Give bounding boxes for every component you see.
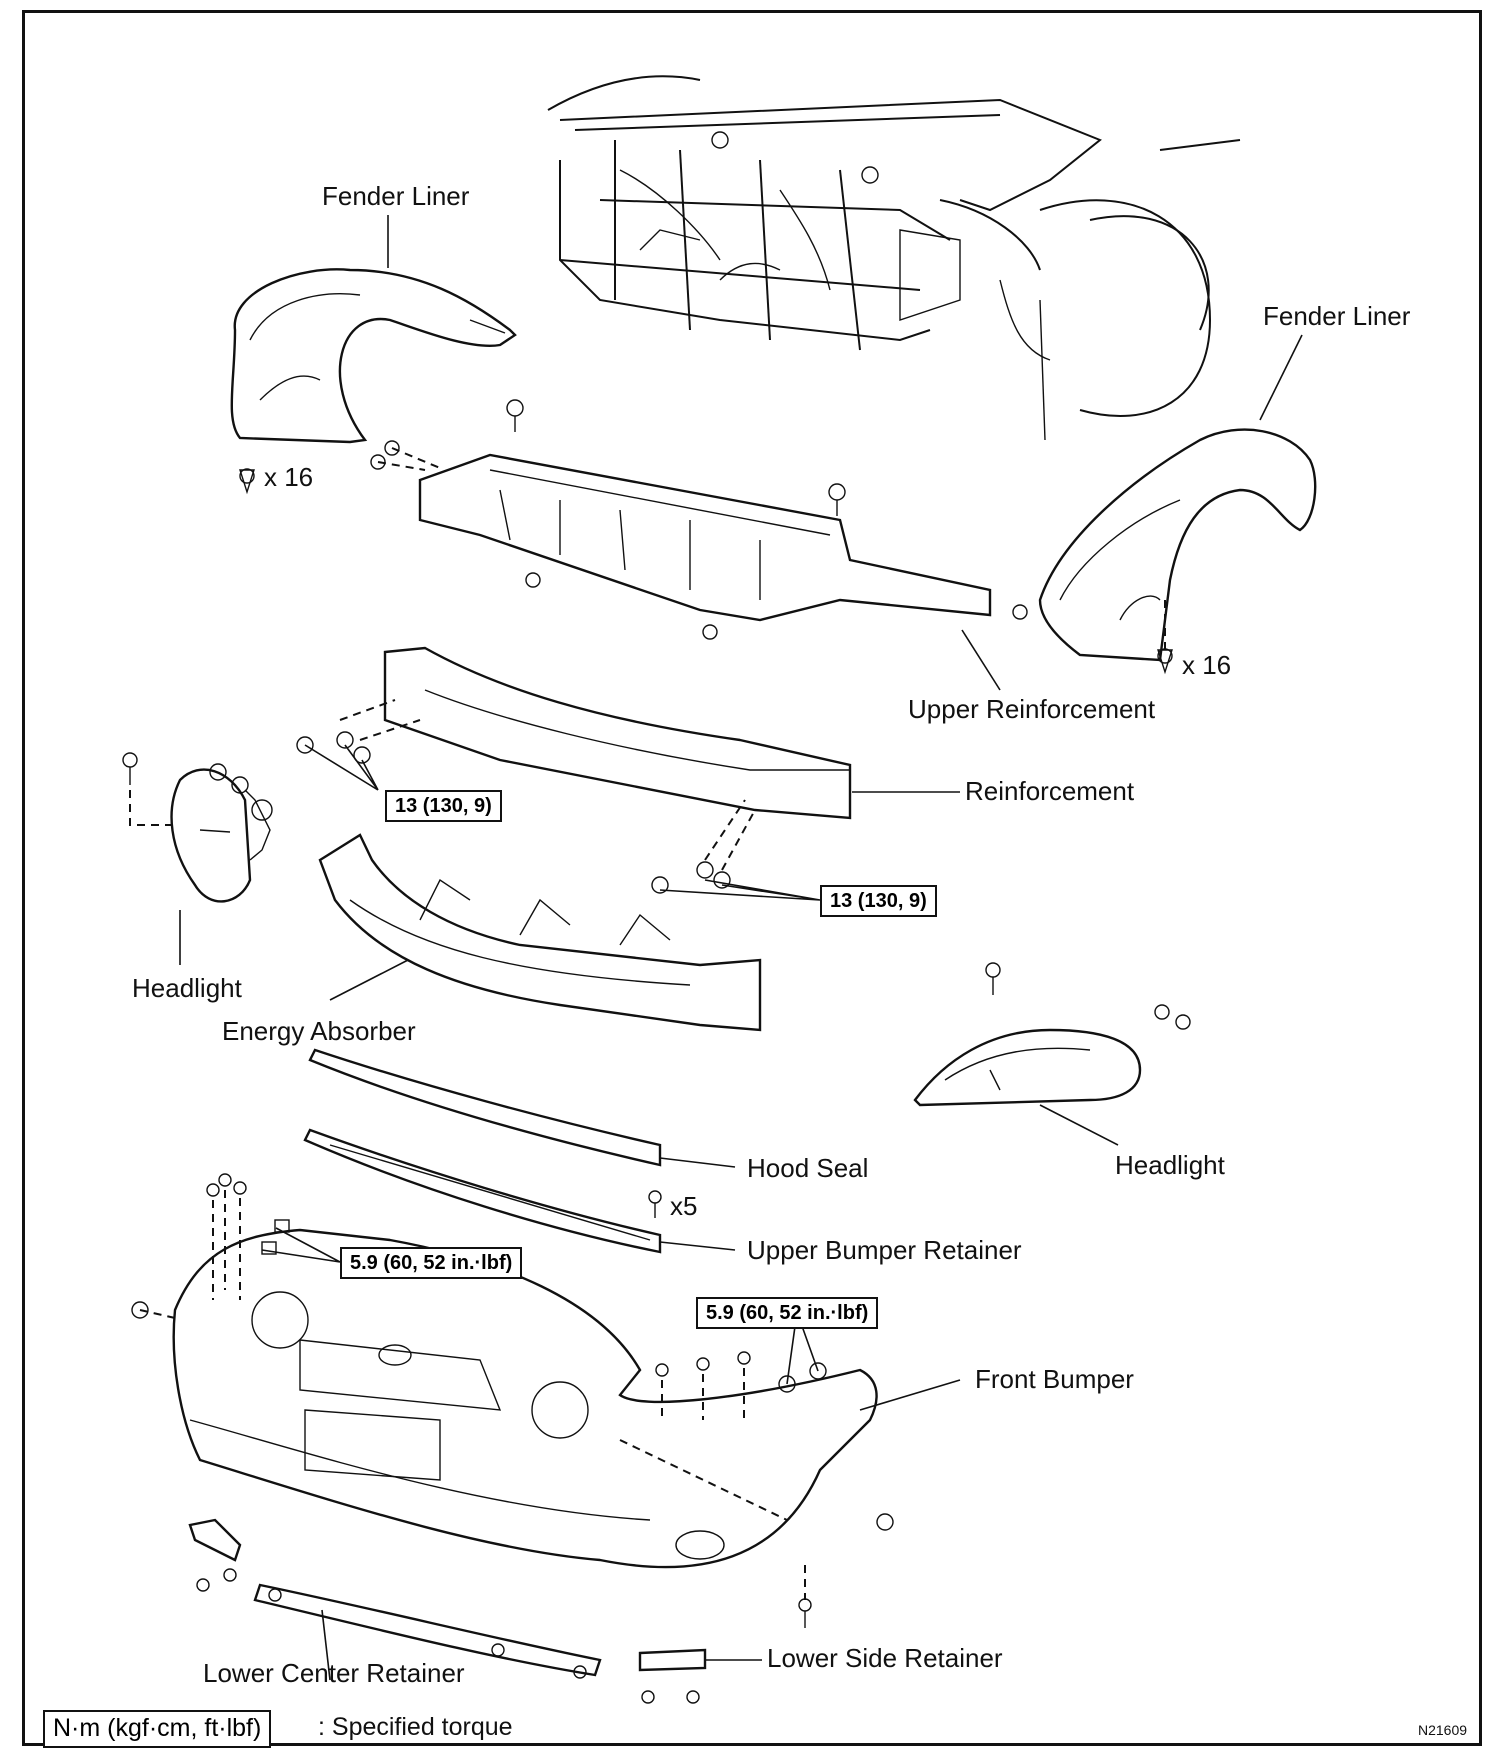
upper-reinforcement-part [418,453,992,622]
label-lower-side-retainer: Lower Side Retainer [767,1643,1003,1673]
reinforcement-part [383,646,852,820]
front-bumper-part [172,1228,878,1569]
hood-seal-part [308,1048,662,1167]
vehicle-front-body [547,75,1241,441]
lower-center-retainer-part [253,1583,602,1677]
label-hood-seal: Hood Seal [747,1153,869,1183]
torque-box-bumper-left: 5.9 (60, 52 in.·lbf) [340,1247,523,1279]
qty-retainer-screws: x5 [670,1191,698,1221]
right-headlight-part [913,1028,1142,1107]
torque-box-bumper-right: 5.9 (60, 52 in.·lbf) [696,1297,879,1329]
label-fender-liner-right: Fender Liner [1263,301,1411,331]
upper-bumper-retainer-part [303,1128,662,1254]
diagram-frame [22,10,1482,1746]
label-upper-bumper-retainer: Upper Bumper Retainer [747,1235,1022,1265]
figure-code: N21609 [1418,1722,1468,1738]
legend-description: : Specified torque [318,1713,513,1741]
label-fender-liner-left: Fender Liner [322,181,470,211]
label-headlight-left: Headlight [132,973,242,1003]
qty-left-liner-clips: x 16 [264,462,314,492]
legend-unit-box: N·m (kgf·cm, ft·lbf) [43,1710,272,1748]
label-lower-center-retainer: Lower Center Retainer [203,1658,465,1688]
qty-right-liner-clips: x 16 [1182,650,1232,680]
label-energy-absorber: Energy Absorber [222,1016,416,1046]
fastener-group [122,399,1191,1704]
assembly-lines [129,447,1166,1600]
label-reinforcement: Reinforcement [965,776,1135,806]
left-headlight-part [170,768,273,903]
torque-box-reinforcement-right: 13 (130, 9) [820,885,937,917]
leader-lines [179,215,1303,1681]
label-headlight-right: Headlight [1115,1150,1225,1180]
label-upper-reinforcement: Upper Reinforcement [908,694,1156,724]
right-fender-liner-part [1038,428,1317,662]
torque-box-reinforcement-left: 13 (130, 9) [385,790,502,822]
left-fender-liner-part [230,268,517,444]
energy-absorber-part [318,833,762,1032]
lower-side-retainer-part [188,1518,707,1672]
label-front-bumper: Front Bumper [975,1364,1134,1394]
